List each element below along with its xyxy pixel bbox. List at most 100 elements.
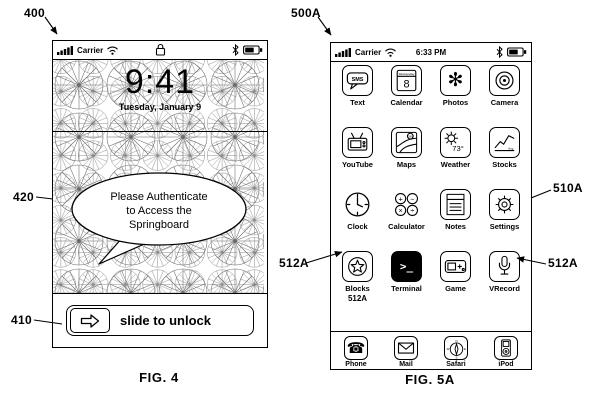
flower-icon[interactable]: ✻ [440,65,471,96]
gear-icon[interactable] [489,189,520,220]
phone-glyph: ☎ [346,339,366,357]
app-label: Game [445,284,466,293]
app-label: Settings [489,222,520,231]
signal-strength-icon [335,48,351,57]
app-game: Game [431,249,480,311]
slide-to-unlock-label: slide to unlock [120,313,212,328]
op-times: × [398,206,402,215]
envelope-icon[interactable] [394,336,418,360]
calendar-icon[interactable]: Wednesday 8 [391,65,422,96]
sms-bubble-icon[interactable]: SMS [342,65,373,96]
app-label: Maps [396,160,417,169]
carrier-label: Carrier [355,47,382,57]
header-divider [53,131,267,132]
app-clock: Clock [333,187,382,249]
app-text: SMS Text [333,63,382,125]
right-arrow-icon [80,313,100,328]
camera-lens-icon[interactable] [489,65,520,96]
statusbar-right [495,46,527,58]
compass-n: N [455,338,457,342]
app-label: iPod [498,361,514,368]
ref-label-512a-right: 512A [548,256,578,270]
app-label: Weather [440,160,471,169]
terminal-prompt-icon[interactable]: >_ [391,251,422,282]
fig4-phone: Carrier 9:41 Tuesday, January 9 Please A… [52,40,268,348]
fig4-status-bar: Carrier [53,41,267,60]
app-label: VRecord [489,284,520,293]
carrier-label: Carrier [77,45,104,55]
ref-line-510a [530,189,552,199]
app-label: Stocks [492,160,517,169]
op-divide: ÷ [410,206,414,215]
calendar-day-label: Wednesday [399,72,415,76]
wifi-icon [385,48,397,57]
bubble-line-3: Springboard [129,219,189,231]
dock-ipod: iPod [494,336,518,368]
compass-icon[interactable]: N E S W [444,336,468,360]
app-terminal: >_ Terminal [382,249,431,311]
axis-month-label: Aug [508,146,513,150]
app-label: Photos [442,98,469,107]
clock-icon[interactable] [342,189,373,220]
app-calendar: Wednesday 8 Calendar [382,63,431,125]
microphone-icon[interactable] [489,251,520,282]
app-label: Blocks [345,284,370,293]
app-vrecord: VRecord [480,249,529,311]
app-stocks: Aug Stocks [480,125,529,187]
star-in-circle-icon[interactable] [342,251,373,282]
unlock-slider-band: slide to unlock [53,293,267,347]
tv-icon[interactable] [342,127,373,158]
ipod-icon[interactable] [494,336,518,360]
route-number-label: 280 [408,134,413,138]
app-notes: Notes [431,187,480,249]
lock-icon [155,43,165,56]
app-settings: Settings [480,187,529,249]
app-photos: ✻ Photos [431,63,480,125]
app-maps: 280 Maps [382,125,431,187]
fig4-caption: FIG. 4 [139,370,179,385]
fig5a-phone: Carrier 6:33 PM SMS Text [330,42,532,370]
flower-glyph: ✻ [447,70,464,91]
temperature-label: 73° [452,144,463,153]
sun-icon[interactable]: 73° [440,127,471,158]
calendar-date-label: 8 [403,79,409,91]
app-label: Mail [399,361,413,368]
unlock-slider-handle[interactable] [70,308,110,333]
springboard-grid: SMS Text Wednesday 8 Calendar [333,63,529,311]
signal-strength-icon [57,46,73,55]
fig5a-caption: FIG. 5A [405,372,455,387]
ref-label-420: 420 [13,190,34,204]
app-label: Phone [345,361,367,368]
map-icon[interactable]: 280 [391,127,422,158]
app-blocks: Blocks 512A [333,249,382,311]
unlock-slider-track[interactable]: slide to unlock [66,305,254,336]
app-camera: Camera [480,63,529,125]
app-calculator: + − × ÷ Calculator [382,187,431,249]
time-display: 9:41 [124,63,196,101]
dock-safari: N E S W Safari [444,336,468,368]
calculator-icon[interactable]: + − × ÷ [391,189,422,220]
lock-screen-clock: 9:41 Tuesday, January 9 [53,65,267,112]
ref-label-400: 400 [24,6,45,20]
notepad-icon[interactable] [440,189,471,220]
statusbar-right [231,44,263,56]
authenticate-bubble: Please Authenticate to Access the Spring… [71,172,247,265]
stock-chart-icon[interactable]: Aug [489,127,520,158]
dock-mail: Mail [394,336,418,368]
compass-w: W [446,347,449,351]
wifi-icon [107,46,119,55]
fig5a-status-bar: Carrier 6:33 PM [331,43,531,62]
compass-e: E [464,347,466,351]
ref-label-512a-blocks: 512A [347,294,368,303]
app-youtube: YouTube [333,125,382,187]
sms-label: SMS [352,77,364,83]
ref-line-420 [35,196,54,200]
app-weather: 73° Weather [431,125,480,187]
app-label: Clock [347,222,368,231]
battery-icon [507,47,527,57]
game-console-icon[interactable] [440,251,471,282]
ref-label-512a-left: 512A [279,256,309,270]
terminal-prompt-text: >_ [399,260,414,273]
phone-handset-icon[interactable]: ☎ [344,336,368,360]
